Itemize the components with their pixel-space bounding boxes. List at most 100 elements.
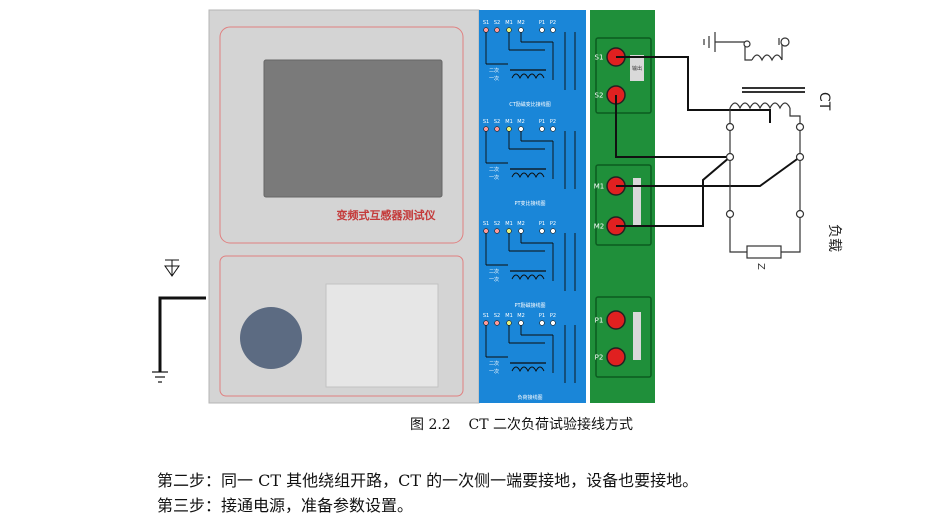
panel-side-label: 二次: [489, 67, 499, 74]
panel-pin: [483, 126, 489, 132]
panel-caption: CT励磁变比接线图: [509, 101, 551, 108]
figure-caption: 图 2.2 CT 二次负荷试验接线方式: [410, 414, 633, 434]
ct-label: CT: [816, 92, 832, 111]
panel-side-label: 二次: [489, 166, 499, 173]
green-panel-bg: [590, 10, 655, 403]
s-group-tag: [630, 55, 644, 81]
panel-pin-label: P1: [539, 221, 545, 227]
panel-pin-label: S1: [483, 20, 489, 26]
panel-pin-label: M2: [517, 313, 525, 319]
load-label: 负载: [826, 224, 842, 252]
p-terminal-group: [595, 296, 652, 378]
panel-pin-label: M2: [517, 20, 525, 26]
m-terminal-group: [595, 164, 652, 246]
step-two-paragraph: 第二步：同一 CT 其他绕组开路，CT 的一次侧一端要接地，设备也要接地。: [157, 471, 699, 490]
terminal-label-p1: P1: [595, 317, 604, 325]
panel-side-label: 二次: [489, 360, 499, 367]
panel-pin-label: S2: [494, 221, 500, 227]
device-knob: [240, 307, 302, 369]
figure-caption-text: CT 二次负荷试验接线方式: [468, 417, 634, 433]
panel-pin-label: M2: [517, 119, 525, 125]
wire-m1: [616, 156, 801, 187]
m-group-tag: [633, 178, 641, 226]
panel-pin: [539, 126, 545, 132]
panel-pin-label: M2: [517, 221, 525, 227]
panel-pin: [550, 126, 556, 132]
terminal-p1: [606, 310, 626, 330]
panel-pin-label: M1: [505, 119, 513, 125]
panel-pin-label: P1: [539, 313, 545, 319]
panel-coil: [511, 73, 545, 80]
panel-pin-label: S1: [483, 313, 489, 319]
panel-coil: [511, 172, 545, 179]
panel-pin: [494, 27, 500, 33]
panel-pin: [539, 27, 545, 33]
panel-side-label: 一次: [489, 75, 499, 82]
panel-pin-label: S2: [494, 20, 500, 26]
wire-s1: [616, 56, 771, 123]
wire-m2: [616, 156, 731, 227]
panel-pin: [518, 228, 524, 234]
terminal-label-m1: M1: [594, 183, 605, 191]
impedance-label: Z: [755, 263, 766, 270]
panel-pin: [506, 126, 512, 132]
figure-number: 图 2.2: [410, 417, 451, 433]
panel-caption: PT励磁接线图: [514, 302, 545, 309]
panel-pin: [506, 27, 512, 33]
terminal-label-p2: P2: [595, 354, 604, 362]
panel-pin: [506, 228, 512, 234]
panel-pin-label: S2: [494, 119, 500, 125]
panel-pin-label: P2: [550, 221, 556, 227]
panel-side-label: 一次: [489, 174, 499, 181]
panel-pin: [518, 27, 524, 33]
device-ground: [152, 259, 206, 383]
ct-secondary-coil: [729, 102, 791, 110]
panel-coil: [511, 274, 545, 281]
load-loop: [729, 218, 747, 253]
panel-pin-label: M1: [505, 20, 513, 26]
wire-s2: [615, 95, 730, 158]
panel-pin-label: S2: [494, 313, 500, 319]
device-title: 变频式互感器测试仪: [337, 208, 437, 222]
ct-primary-terminal: [780, 37, 790, 47]
panel-pin: [483, 228, 489, 234]
panel-pin-label: P2: [550, 20, 556, 26]
panel-pin: [550, 27, 556, 33]
ct-schematic: [703, 32, 805, 259]
device-printer: [325, 283, 439, 388]
panel-pin: [550, 320, 556, 326]
panel-pin-label: P1: [539, 119, 545, 125]
panel-side-label: 二次: [489, 268, 499, 275]
panel-coil: [511, 366, 545, 373]
panel-pin-label: P2: [550, 313, 556, 319]
panel-pin: [494, 228, 500, 234]
step-three-paragraph: 第三步：接通电源，准备参数设置。: [157, 496, 414, 515]
s-group-label: 输出: [632, 65, 642, 72]
panel-pin-label: P2: [550, 119, 556, 125]
external-wiring: [615, 56, 801, 227]
tester-device: 变频式互感器测试仪: [208, 9, 480, 404]
terminal-label-s1: S1: [595, 54, 604, 62]
impedance-z: [746, 245, 782, 259]
panel-pin: [550, 228, 556, 234]
panel-pin: [539, 228, 545, 234]
panel-pin: [494, 320, 500, 326]
panel-pin: [518, 126, 524, 132]
ct-primary-coil: [751, 54, 783, 62]
panel-pin-label: S1: [483, 119, 489, 125]
terminal-label-m2: M2: [594, 223, 605, 231]
panel-pin: [518, 320, 524, 326]
panel-pin: [506, 320, 512, 326]
panel-pin-label: M1: [505, 313, 513, 319]
device-top-frame: [219, 26, 464, 244]
panel-pin: [494, 126, 500, 132]
panel-pin: [539, 320, 545, 326]
panel-pin-label: S1: [483, 221, 489, 227]
panel-caption: PT变比接线图: [514, 200, 545, 207]
